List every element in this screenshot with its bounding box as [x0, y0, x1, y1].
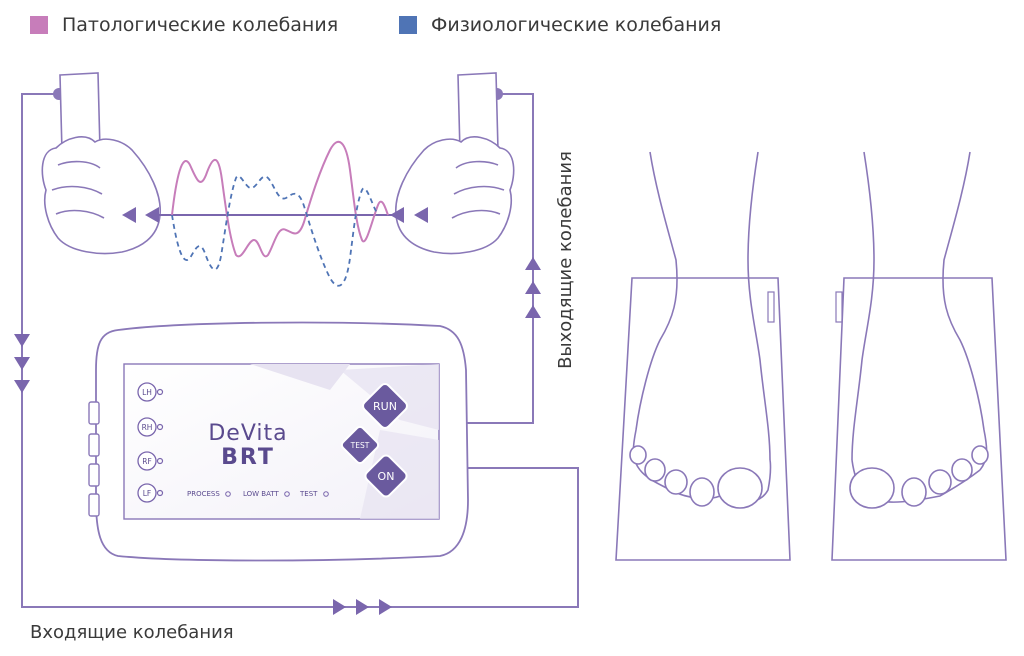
- right-leg: [851, 151, 988, 471]
- arrows-bottom-right: [333, 599, 392, 615]
- indicator-test: TEST: [299, 490, 318, 498]
- label-outgoing: Выходящие колебания: [555, 151, 576, 369]
- brand-devita: DeVita: [208, 421, 287, 446]
- arrows-right-up: [525, 257, 541, 318]
- indicator-process: PROCESS: [187, 490, 220, 498]
- legend-pathological: Патологические колебания: [30, 14, 338, 36]
- arrow-down-1: [14, 334, 30, 347]
- arrows-left-down: [14, 334, 30, 393]
- port-lh: LH: [137, 382, 164, 402]
- devita-device: LH RH RF LF DeVita BRT PROCESS LOW BATT …: [88, 321, 469, 562]
- legend-label-physiological: Физиологические колебания: [431, 14, 722, 36]
- left-fist: [41, 136, 161, 255]
- port-label-rh: RH: [142, 423, 153, 432]
- left-plate: [615, 277, 791, 561]
- on-button[interactable]: ON: [363, 453, 408, 498]
- legend-label-pathological: Патологические колебания: [62, 14, 339, 36]
- right-hand: [395, 72, 515, 255]
- brand-brt: BRT: [221, 445, 275, 470]
- label-incoming: Входящие колебания: [30, 622, 234, 643]
- axis-arrow-left-2: [122, 207, 136, 223]
- arrow-up-2: [525, 281, 541, 294]
- right-foot-plate: [831, 151, 1007, 561]
- port-label-rf: RF: [142, 457, 152, 466]
- side-tab-3: [88, 463, 100, 487]
- arrow-right-3: [379, 599, 392, 615]
- side-tab-4: [88, 493, 100, 517]
- left-hand: [41, 72, 161, 255]
- test-button-label: TEST: [350, 441, 370, 450]
- arrow-up-1: [525, 257, 541, 270]
- arrow-right-1: [333, 599, 346, 615]
- legend-swatch-pathological: [30, 16, 48, 34]
- legend-swatch-physiological: [399, 16, 417, 34]
- port-label-lf: LF: [143, 489, 152, 498]
- pathological-wave: [171, 140, 389, 258]
- test-button[interactable]: TEST: [340, 425, 380, 465]
- axis-arrow-left-1: [145, 207, 159, 223]
- left-leg: [632, 151, 771, 471]
- wave-axis: [122, 207, 428, 223]
- arrow-down-3: [14, 380, 30, 393]
- right-plate-slot: [835, 291, 843, 323]
- axis-arrow-left-3: [390, 207, 404, 223]
- axis-arrow-left-4: [414, 207, 428, 223]
- indicator-low-batt: LOW BATT: [243, 490, 280, 498]
- legend-physiological: Физиологические колебания: [399, 14, 721, 36]
- arrow-right-2: [356, 599, 369, 615]
- side-tab-1: [88, 401, 100, 425]
- run-button-label: RUN: [373, 400, 397, 413]
- left-foot-plate: [615, 151, 791, 561]
- right-fist: [395, 136, 515, 255]
- left-plate-slot: [767, 291, 775, 323]
- arrow-up-3: [525, 305, 541, 318]
- wire-incoming: [21, 93, 579, 608]
- port-label-lh: LH: [142, 388, 152, 397]
- arrow-down-2: [14, 357, 30, 370]
- right-plate: [831, 277, 1007, 561]
- side-tab-2: [88, 433, 100, 457]
- port-rh: RH: [137, 417, 164, 437]
- physiological-wave: [171, 175, 379, 287]
- port-rf: RF: [137, 451, 164, 471]
- run-button[interactable]: RUN: [361, 382, 409, 430]
- on-button-label: ON: [378, 470, 395, 483]
- port-lf: LF: [137, 483, 164, 503]
